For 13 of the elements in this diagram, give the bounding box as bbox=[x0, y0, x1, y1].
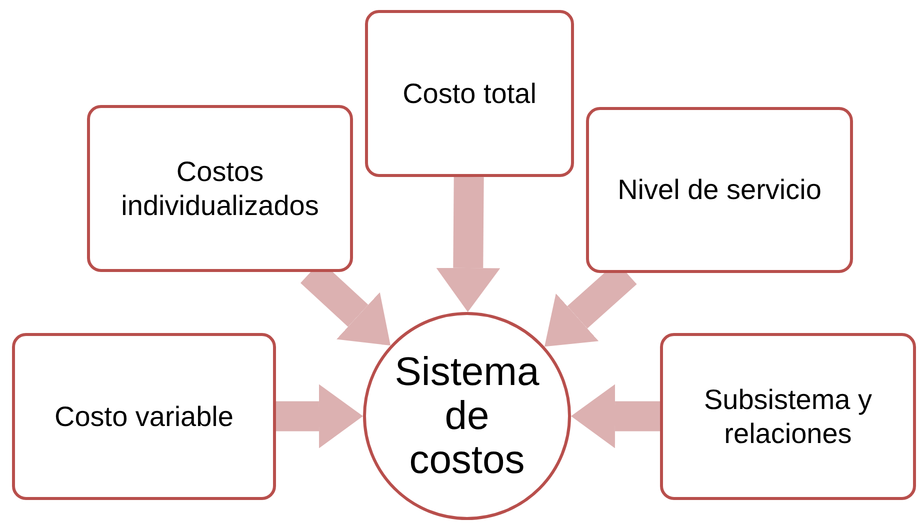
node-label: Costo total bbox=[402, 76, 536, 110]
block-arrow bbox=[436, 176, 500, 312]
node-label: Sistema de costos bbox=[394, 350, 540, 482]
concept-box bbox=[586, 107, 853, 273]
node-label: Subsistema y relaciones bbox=[702, 382, 874, 450]
concept-box bbox=[12, 333, 276, 500]
concept-box bbox=[660, 333, 916, 500]
concept-box bbox=[87, 105, 353, 272]
concept-box bbox=[365, 10, 574, 177]
node-label: Costos individualizados bbox=[120, 154, 320, 222]
node-label: Nivel de servicio bbox=[618, 173, 822, 207]
node-label: Costo variable bbox=[54, 400, 234, 434]
block-arrow bbox=[276, 384, 363, 448]
